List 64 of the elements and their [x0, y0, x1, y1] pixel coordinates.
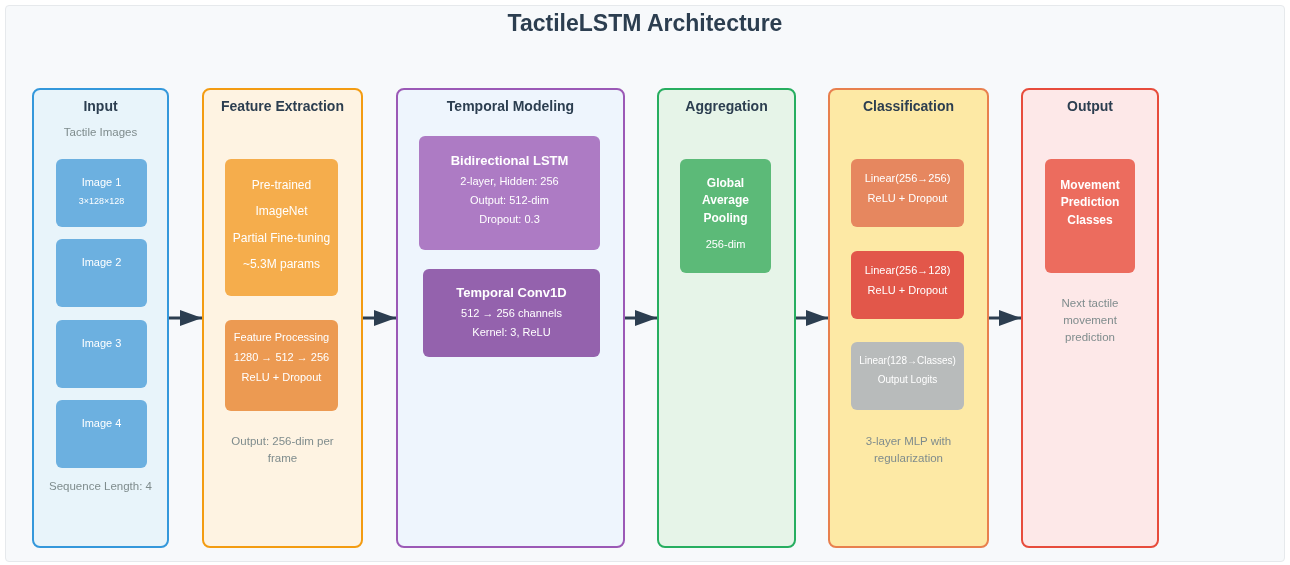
layer-detail: Partial Fine-tuning	[232, 229, 331, 247]
layer-title: Image 4	[81, 416, 122, 431]
layer-box	[56, 159, 147, 227]
arrow	[169, 310, 202, 326]
layer-detail: ReLU + Dropout	[241, 369, 322, 385]
layer-detail: 256-dim	[705, 237, 746, 253]
layer-box	[225, 159, 338, 296]
layer-detail: 512 → 256 channels	[461, 305, 562, 321]
layer-box	[225, 320, 338, 411]
layer-title: Linear(256→256)	[864, 171, 951, 186]
layer-detail: ReLU + Dropout	[867, 282, 948, 298]
layer-detail: Kernel: 3, ReLU	[472, 324, 551, 340]
layer-title: Image 1	[81, 175, 122, 190]
layer-box	[851, 251, 964, 319]
layer-box	[851, 159, 964, 227]
arrow	[625, 310, 657, 326]
layer-title: Feature Processing	[233, 330, 330, 345]
layer-title: Bidirectional LSTM	[450, 152, 569, 170]
stage-heading: Feature Extraction	[220, 98, 345, 114]
stage-heading: Temporal Modeling	[445, 98, 576, 114]
diagram-title: TactileLSTM Architecture	[506, 10, 784, 37]
stage-note: Tactile Images	[62, 125, 139, 140]
arrow	[363, 310, 396, 326]
layer-title: Temporal Conv1D	[456, 284, 567, 302]
layer-detail: Dropout: 0.3	[479, 211, 540, 227]
stage-panel	[1021, 88, 1159, 548]
stage-note: Next tactile movement prediction	[1060, 296, 1120, 345]
arrow	[796, 310, 828, 326]
stage-panel	[657, 88, 796, 548]
stage-panel	[32, 88, 169, 548]
layer-title: Movement Prediction Classes	[1059, 177, 1121, 229]
layer-detail: ReLU + Dropout	[867, 190, 948, 206]
layer-title: Pre-trained	[251, 177, 312, 194]
layer-box	[1045, 159, 1135, 273]
layer-box	[56, 239, 147, 307]
layer-detail: Output Logits	[877, 372, 938, 387]
layer-detail: ~5.3M params	[242, 256, 320, 274]
layer-title: Linear(256→128)	[864, 263, 951, 278]
layer-box	[419, 136, 600, 250]
stage-panel	[396, 88, 625, 548]
stage-heading: Output	[1066, 98, 1114, 114]
layer-detail: 3×128×128	[78, 194, 125, 208]
stage-note: Output: 256-dim per frame	[230, 434, 335, 466]
layer-title: Image 2	[81, 255, 122, 270]
stage-note: 3-layer MLP with regularization	[864, 434, 953, 466]
layer-box	[680, 159, 771, 273]
arrow	[989, 310, 1021, 326]
layer-box	[56, 320, 147, 388]
stage-panel	[828, 88, 989, 548]
layer-detail: 1280 → 512 → 256	[233, 349, 330, 365]
layer-title: Image 3	[81, 336, 122, 351]
stage-panel	[202, 88, 363, 548]
stage-heading: Classification	[862, 98, 955, 114]
layer-box	[851, 342, 964, 410]
layer-detail: 2-layer, Hidden: 256	[460, 173, 559, 189]
layer-detail: ImageNet	[255, 203, 308, 221]
stage-heading: Aggregation	[684, 98, 769, 114]
stage-note: Sequence Length: 4	[48, 479, 153, 494]
stage-heading: Input	[82, 98, 119, 114]
layer-title: Linear(128→Classes)	[859, 354, 956, 368]
layer-box	[423, 269, 600, 357]
layer-detail: Output: 512-dim	[470, 192, 549, 208]
layer-box	[56, 400, 147, 468]
layer-title: Global Average Pooling	[701, 175, 750, 227]
